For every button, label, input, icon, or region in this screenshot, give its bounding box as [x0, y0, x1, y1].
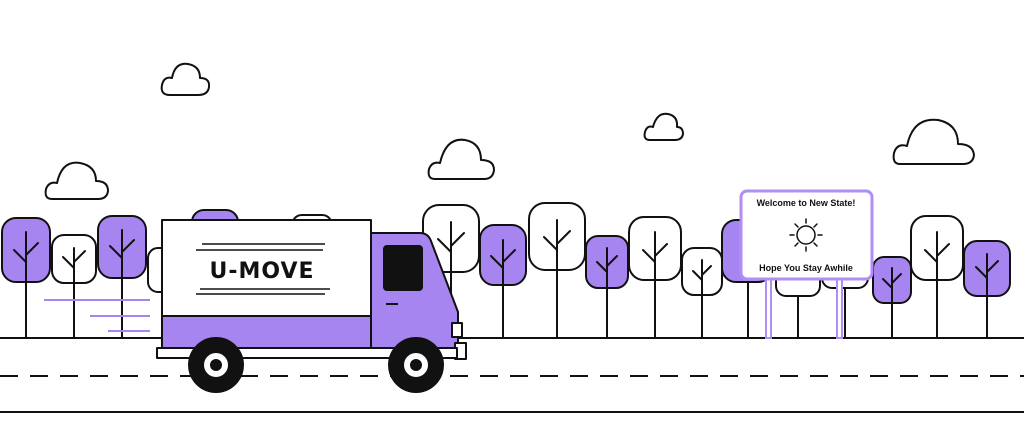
clouds: [44, 62, 975, 200]
cloud-icon: [44, 161, 109, 200]
cloud-icon: [892, 118, 975, 165]
tree: [910, 215, 964, 339]
tree: [585, 235, 629, 339]
sign-board: [739, 189, 874, 281]
truck-headlight: [451, 322, 463, 338]
tree: [628, 216, 682, 339]
sign-headline: Welcome to New State!: [757, 198, 856, 208]
truck-brand-lines: [196, 243, 330, 295]
tree: [97, 215, 147, 339]
truck-wheel-front: [388, 337, 444, 393]
road: [0, 337, 1024, 413]
truck-brand-label: U-MOVE: [209, 259, 314, 284]
welcome-sign: Welcome to New State! Hope You Stay Awhi…: [739, 189, 874, 339]
sign-tagline: Hope You Stay Awhile: [759, 263, 853, 273]
sun-icon: [789, 218, 823, 252]
tree: [963, 240, 1011, 339]
moving-truck: U-MOVE: [156, 219, 467, 393]
tree: [479, 224, 527, 339]
tree: [872, 256, 912, 339]
tree: [51, 234, 97, 339]
tree: [681, 247, 723, 339]
truck-wheel-rear: [188, 337, 244, 393]
tree: [528, 202, 586, 339]
truck-window: [383, 245, 423, 291]
truck-chassis: [156, 347, 458, 359]
tree: [1, 217, 51, 339]
cloud-icon: [427, 138, 495, 180]
cloud-icon: [160, 62, 211, 96]
truck-cargo-stripe: [161, 315, 372, 353]
cloud-icon: [643, 112, 684, 141]
motion-lines: [44, 299, 150, 332]
